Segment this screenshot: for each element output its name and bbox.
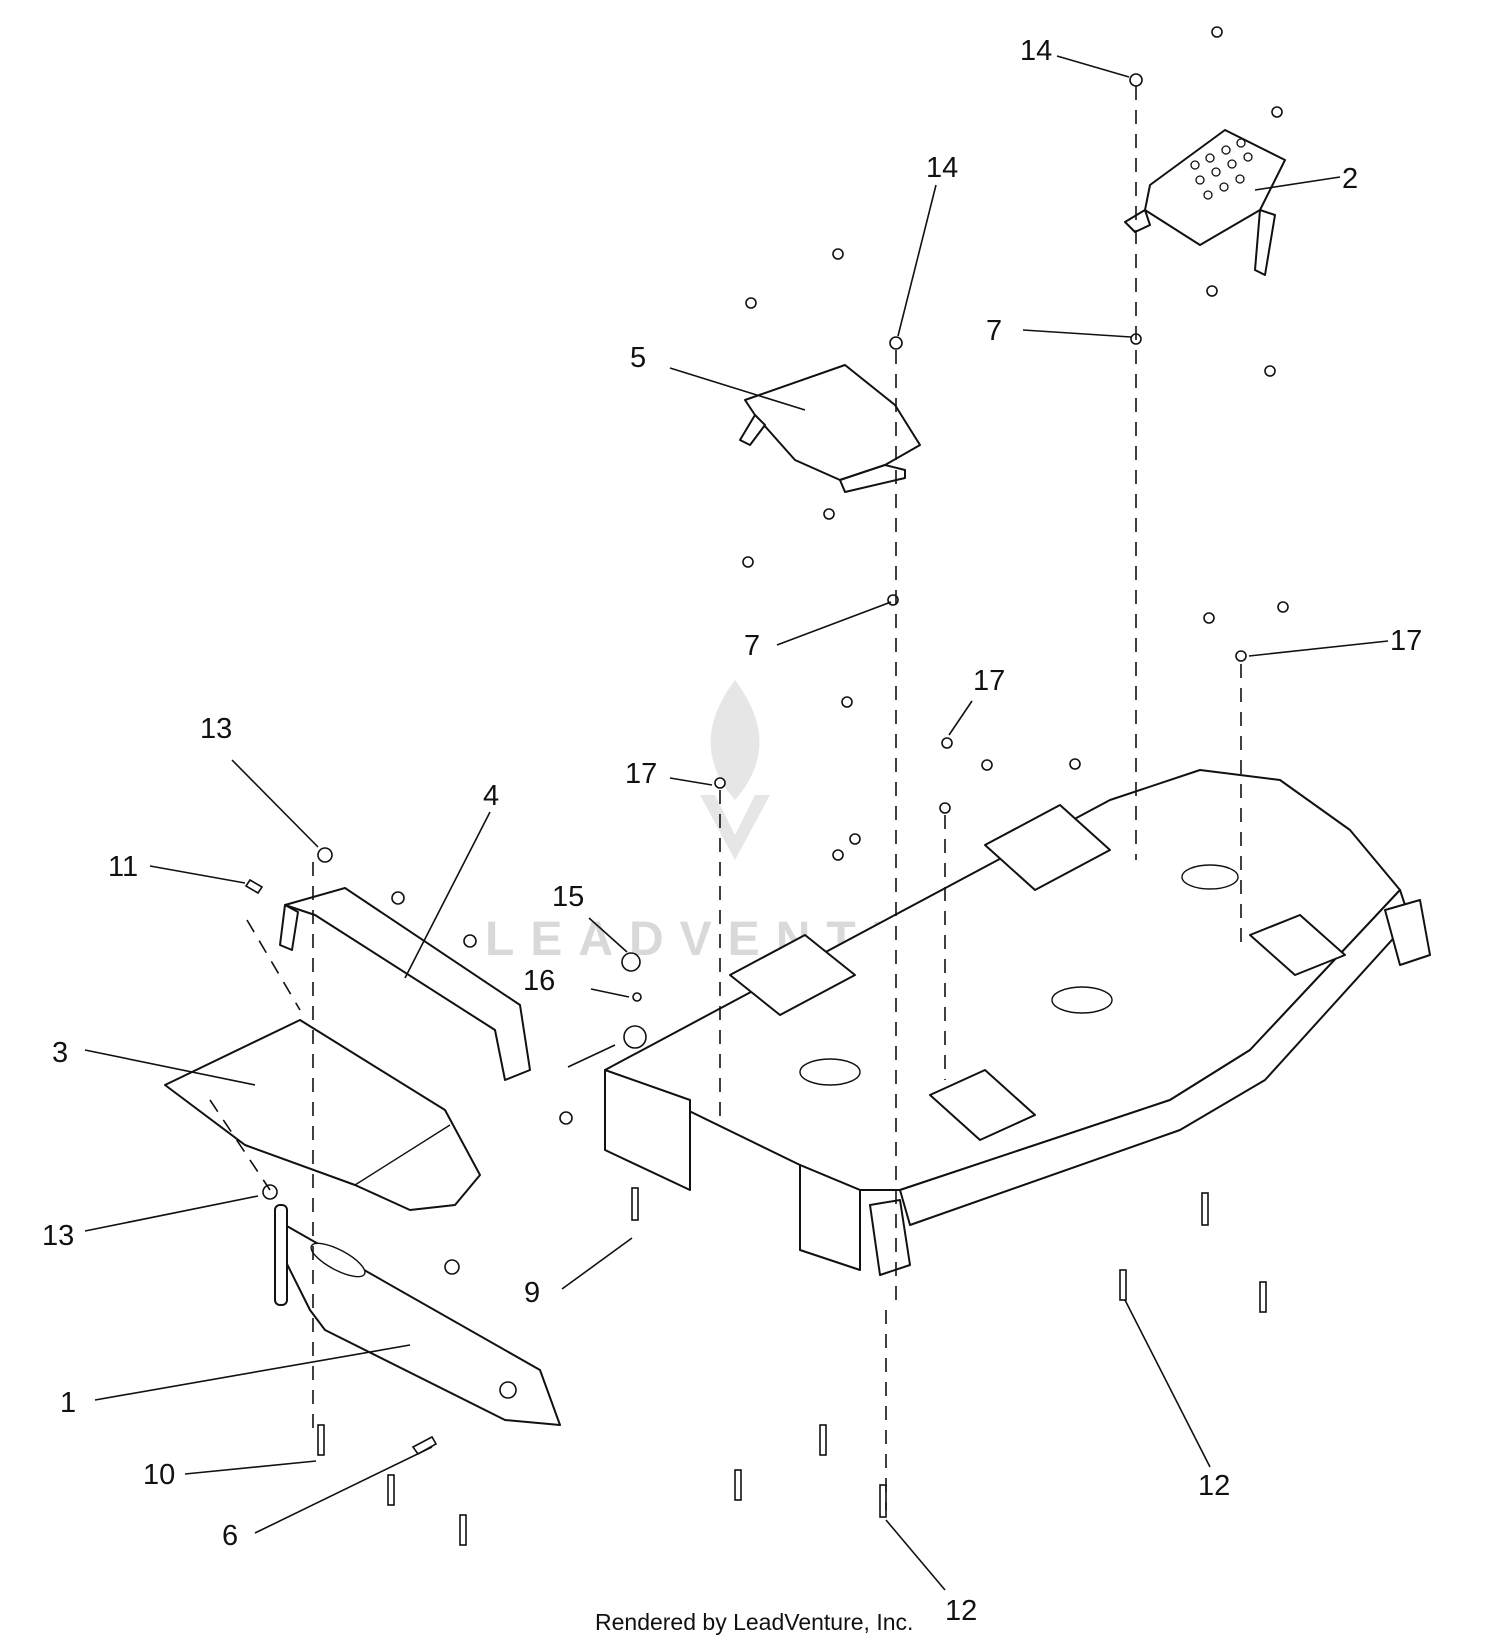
callout-17-middle: 17: [973, 665, 1005, 697]
callout-11: 11: [108, 851, 138, 883]
callout-7-upper: 7: [986, 315, 1002, 347]
callout-10: 10: [143, 1459, 175, 1491]
mower-deck: [604, 769, 1431, 1276]
callout-6: 6: [222, 1520, 238, 1552]
callout-16: 16: [523, 965, 555, 997]
part-3-shroud: [164, 1019, 481, 1211]
callout-15: 15: [552, 881, 584, 913]
callout-3: 3: [52, 1037, 68, 1069]
alignment-lines: [209, 86, 1242, 1510]
callouts: 1 2 3 4 5 6 7 7 9 10 11 12 12 13 13 14 1…: [42, 35, 1422, 1627]
callout-12-bottom: 12: [945, 1595, 977, 1627]
leader-lines: [84, 55, 1389, 1591]
part-4-cover: [279, 887, 531, 1081]
callout-17-right: 17: [1390, 625, 1422, 657]
callout-13-upper: 13: [200, 713, 232, 745]
callout-2: 2: [1342, 163, 1358, 195]
callout-5: 5: [630, 342, 646, 374]
callout-7-lower: 7: [744, 630, 760, 662]
callout-1: 1: [60, 1387, 76, 1419]
part-1-bracket: [274, 1204, 561, 1426]
callout-12-right: 12: [1198, 1470, 1230, 1502]
fasteners: [244, 26, 1289, 1546]
render-credit: Rendered by LeadVenture, Inc.: [595, 1609, 913, 1635]
callout-14-lower: 14: [926, 152, 958, 184]
callout-13-lower: 13: [42, 1220, 74, 1252]
callout-17-left: 17: [625, 758, 657, 790]
part-2-bracket: [1124, 129, 1286, 276]
callout-9: 9: [524, 1277, 540, 1309]
part-5-bracket: [739, 364, 921, 493]
callout-4: 4: [483, 780, 499, 812]
callout-14-upper: 14: [1020, 35, 1052, 67]
